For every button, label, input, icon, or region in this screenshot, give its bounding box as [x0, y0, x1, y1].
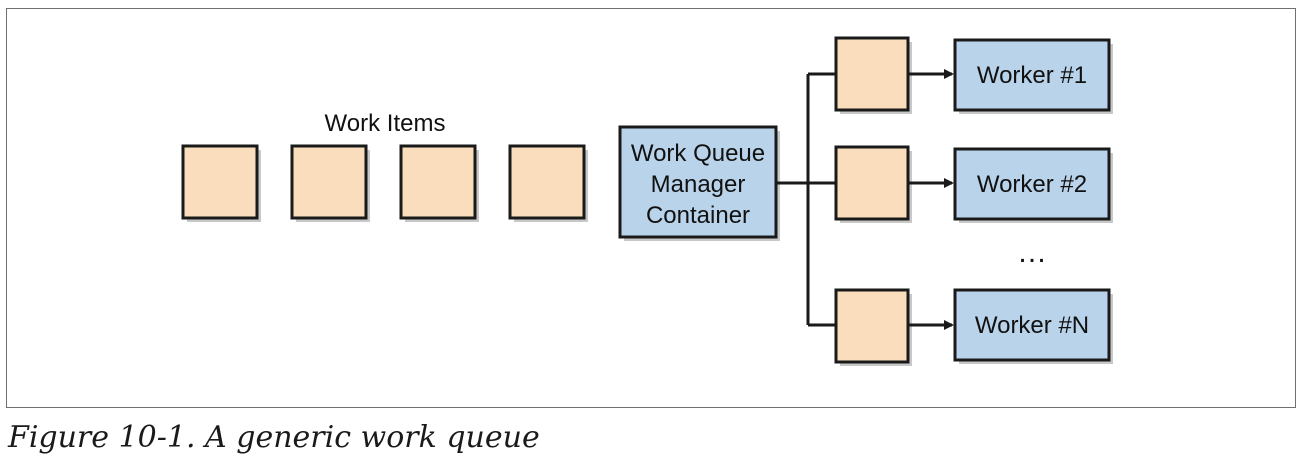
work-items-label: Work Items [325, 110, 446, 137]
figure-caption: Figure 10-1. A generic work queue [8, 420, 540, 455]
worker-queue-items [834, 36, 912, 366]
connector-lines [776, 72, 836, 327]
manager-label-line-2: Manager [651, 171, 746, 198]
worker-queue-item [834, 288, 912, 366]
worker-label-2: Worker #2 [977, 171, 1087, 198]
work-item [181, 144, 261, 222]
work-item [508, 144, 588, 222]
worker-box-2: Worker #2 [953, 147, 1113, 223]
worker-label-1: Worker #1 [977, 62, 1087, 89]
work-queue-manager-box: Work Queue Manager Container [618, 125, 780, 241]
workers-ellipsis: … [1017, 236, 1047, 269]
worker-box-1: Worker #1 [953, 38, 1113, 114]
work-item [290, 144, 370, 222]
worker-label-n: Worker #N [975, 312, 1089, 339]
worker-queue-item [834, 36, 912, 114]
manager-label-line-3: Container [646, 202, 750, 229]
worker-box-n: Worker #N [953, 288, 1113, 364]
worker-arrows [908, 69, 954, 330]
work-item [399, 144, 479, 222]
work-items-queue [181, 144, 588, 222]
worker-queue-item [834, 145, 912, 223]
manager-label-line-1: Work Queue [631, 140, 765, 167]
